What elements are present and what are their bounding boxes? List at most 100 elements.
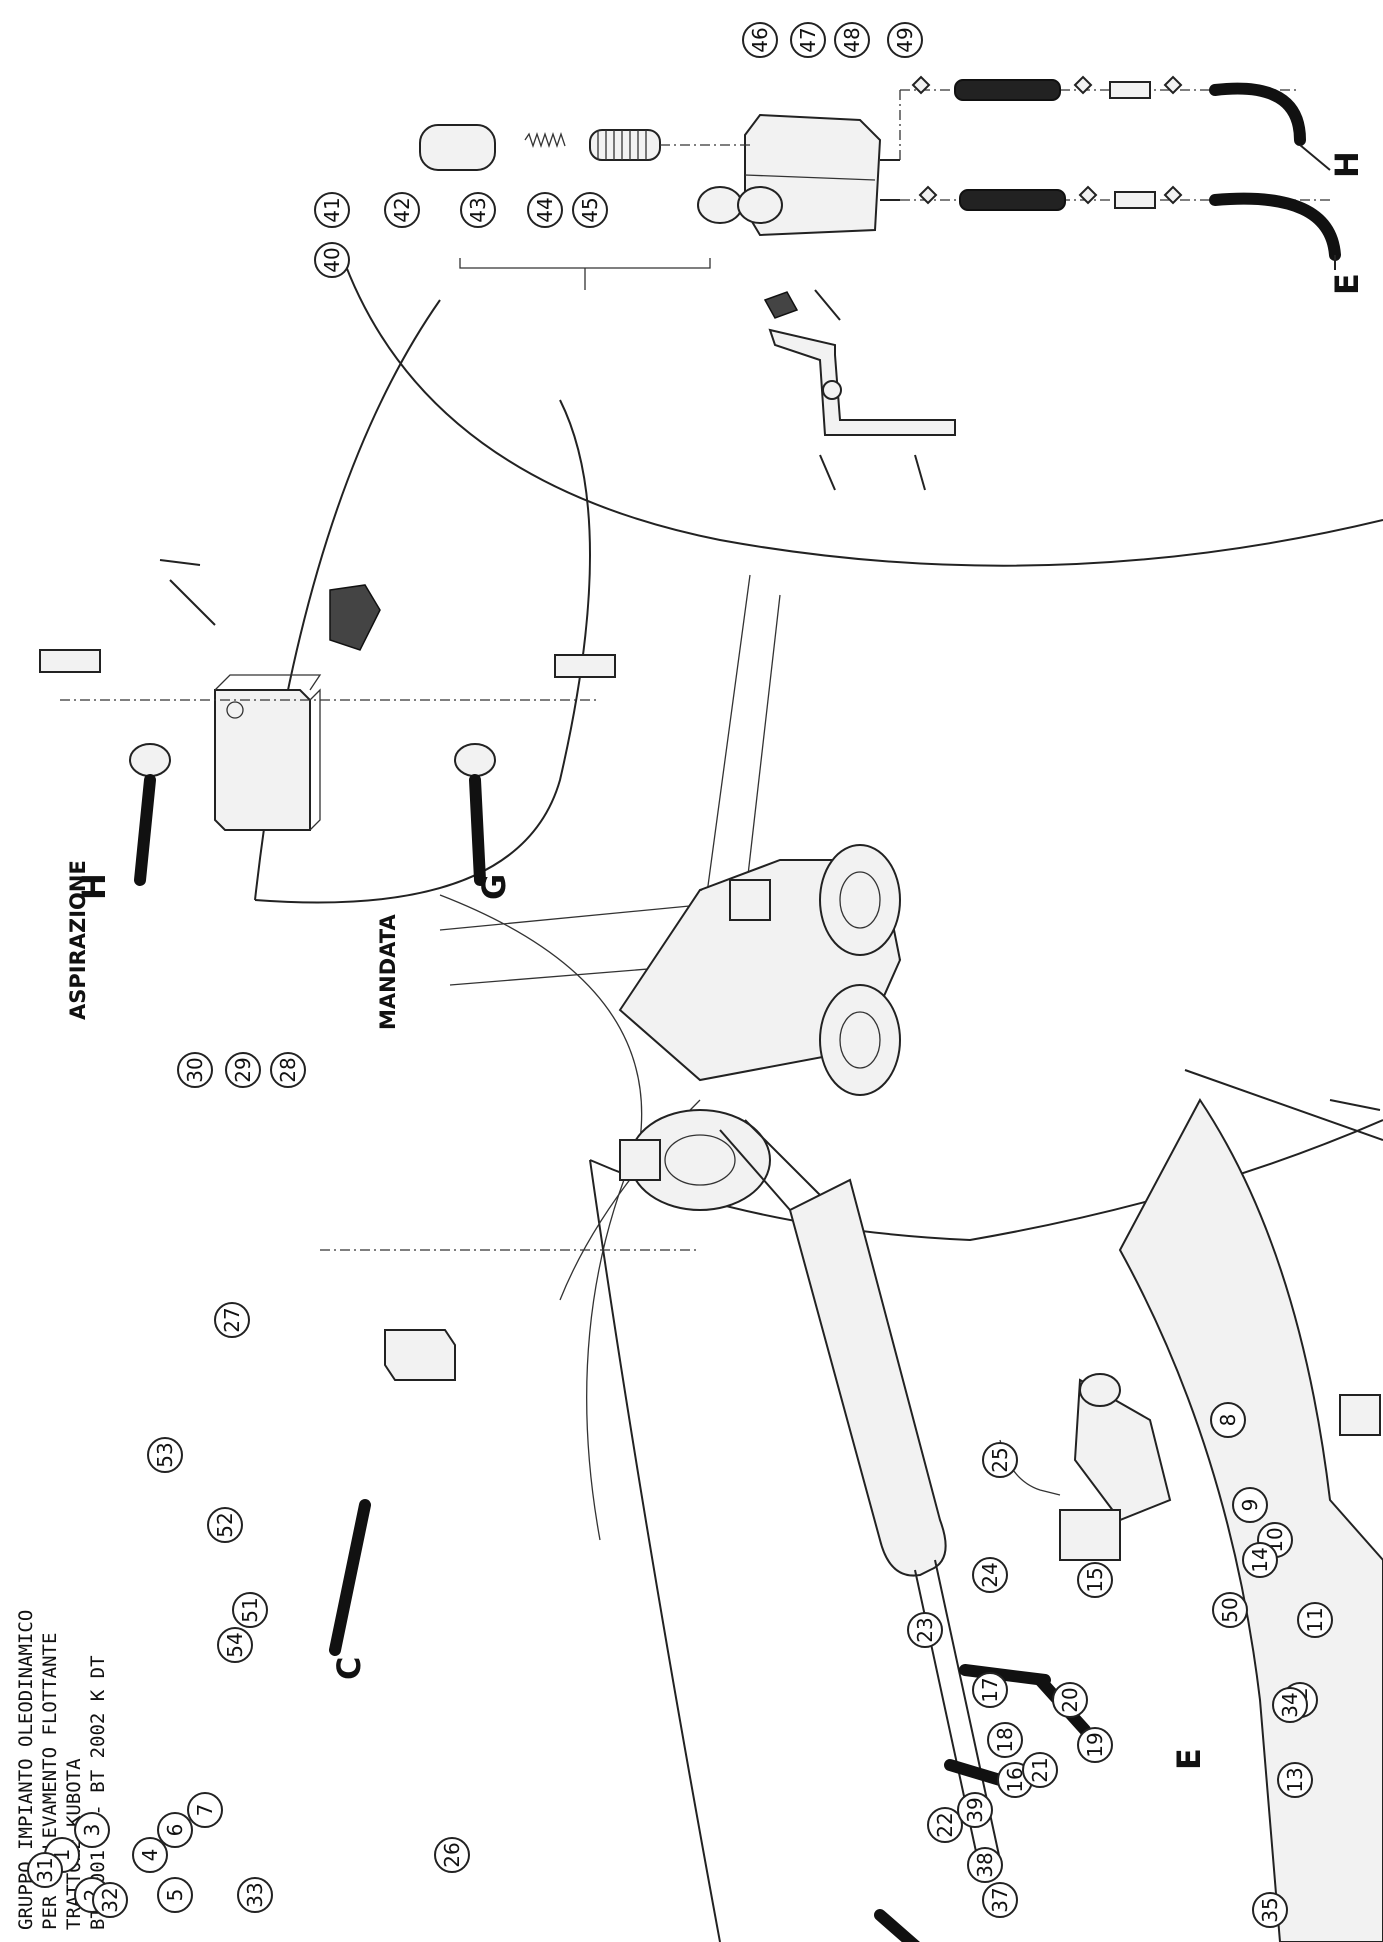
callout-8: 8 xyxy=(1210,1402,1246,1438)
callout-49: 49 xyxy=(887,22,923,58)
callout-circle xyxy=(1077,1562,1113,1598)
callout-3: 3 xyxy=(74,1812,110,1848)
callout-number: 54 xyxy=(223,1632,247,1657)
tractor-illustration xyxy=(618,844,902,1211)
callout-circle xyxy=(147,1437,183,1473)
callout-34: 34 xyxy=(1272,1687,1308,1723)
bracket-assembly xyxy=(763,289,956,491)
callout-circle xyxy=(927,1807,963,1843)
callout-38: 38 xyxy=(967,1847,1003,1883)
callout-number: 17 xyxy=(978,1677,1002,1702)
callout-53: 53 xyxy=(147,1437,183,1473)
callout-26: 26 xyxy=(434,1837,470,1873)
callout-20: 20 xyxy=(1052,1682,1088,1718)
callout-number: 34 xyxy=(1278,1692,1302,1717)
callout-number: 39 xyxy=(963,1797,987,1822)
callout-circle xyxy=(384,192,420,228)
title-line-4: BT 2001 K - BT 2002 K DT xyxy=(87,1655,109,1930)
callout-22: 22 xyxy=(927,1807,963,1843)
callout-circle xyxy=(1242,1542,1278,1578)
callout-circle xyxy=(1210,1402,1246,1438)
callout-number: 48 xyxy=(840,27,864,52)
letter-h-right: H xyxy=(1328,151,1366,178)
callout-45: 45 xyxy=(572,192,608,228)
letter-e-right: E xyxy=(1328,273,1366,295)
callout-number: 5 xyxy=(163,1889,187,1902)
callout-number: 37 xyxy=(988,1887,1012,1912)
callout-number: 23 xyxy=(913,1617,937,1642)
callout-circle xyxy=(92,1882,128,1918)
callout-37: 37 xyxy=(982,1882,1018,1918)
cylinder-assembly xyxy=(320,1119,1001,1871)
callout-27: 27 xyxy=(214,1302,250,1338)
callout-circle xyxy=(207,1507,243,1543)
callout-number: 11 xyxy=(1303,1607,1327,1632)
callout-circle xyxy=(527,192,563,228)
callout-number: 32 xyxy=(98,1887,122,1912)
callout-number: 8 xyxy=(1216,1414,1240,1427)
callout-number: 13 xyxy=(1283,1767,1307,1792)
drawing: GRUPPO IMPIANTO OLEODINAMICO PER SOLLEVA… xyxy=(15,22,1383,1942)
callout-circle xyxy=(972,1557,1008,1593)
callout-51: 51 xyxy=(232,1592,268,1628)
callout-number: 24 xyxy=(978,1562,1002,1587)
callout-13: 13 xyxy=(1277,1762,1313,1798)
callout-circle xyxy=(572,192,608,228)
callout-number: 15 xyxy=(1083,1567,1107,1592)
callout-46: 46 xyxy=(742,22,778,58)
letter-g-left: G xyxy=(475,874,513,900)
letter-c-cylinder: C xyxy=(330,1657,368,1680)
callout-47: 47 xyxy=(790,22,826,58)
callout-44: 44 xyxy=(527,192,563,228)
letter-e-valve: E xyxy=(1170,1748,1208,1770)
callout-17: 17 xyxy=(972,1672,1008,1708)
callout-11: 11 xyxy=(1297,1602,1333,1638)
callout-circle xyxy=(232,1592,268,1628)
callout-32: 32 xyxy=(92,1882,128,1918)
callout-number: 35 xyxy=(1258,1897,1282,1922)
callout-28: 28 xyxy=(270,1052,306,1088)
callout-number: 42 xyxy=(390,197,414,222)
callout-circle xyxy=(982,1442,1018,1478)
callout-number: 7 xyxy=(193,1804,217,1817)
callout-circle xyxy=(1252,1892,1288,1928)
callout-5: 5 xyxy=(157,1877,193,1913)
title-line-1: GRUPPO IMPIANTO OLEODINAMICO xyxy=(15,1610,37,1930)
callout-9: 9 xyxy=(1232,1487,1268,1523)
callout-circle xyxy=(434,1837,470,1873)
callout-35: 35 xyxy=(1252,1892,1288,1928)
reservoir-assembly xyxy=(419,75,1341,290)
callout-number: 28 xyxy=(276,1057,300,1082)
callout-number: 18 xyxy=(993,1727,1017,1752)
callout-number: 41 xyxy=(320,197,344,222)
callout-number: 27 xyxy=(220,1307,244,1332)
callout-52: 52 xyxy=(207,1507,243,1543)
callout-circle xyxy=(187,1792,223,1828)
callout-50: 50 xyxy=(1212,1592,1248,1628)
callout-number: 9 xyxy=(1238,1499,1262,1512)
callout-31: 31 xyxy=(27,1852,63,1888)
callout-number: 20 xyxy=(1058,1687,1082,1712)
callout-43: 43 xyxy=(460,192,496,228)
callout-number: 25 xyxy=(988,1447,1012,1472)
callout-circle xyxy=(74,1812,110,1848)
callout-circle xyxy=(27,1852,63,1888)
callout-circle xyxy=(177,1052,213,1088)
callout-25: 25 xyxy=(982,1442,1018,1478)
callout-7: 7 xyxy=(187,1792,223,1828)
callout-number: 26 xyxy=(440,1842,464,1867)
callout-number: 49 xyxy=(893,27,917,52)
callout-30: 30 xyxy=(177,1052,213,1088)
callout-number: 33 xyxy=(243,1882,267,1907)
label-aspirazione: ASPIRAZIONE xyxy=(66,860,90,1020)
callout-40: 40 xyxy=(314,242,350,278)
callout-48: 48 xyxy=(834,22,870,58)
callout-33: 33 xyxy=(237,1877,273,1913)
callout-18: 18 xyxy=(987,1722,1023,1758)
callout-54: 54 xyxy=(217,1627,253,1663)
callout-39: 39 xyxy=(957,1792,993,1828)
callout-number: 50 xyxy=(1218,1597,1242,1622)
callout-circle xyxy=(1022,1752,1058,1788)
callout-circle xyxy=(972,1672,1008,1708)
